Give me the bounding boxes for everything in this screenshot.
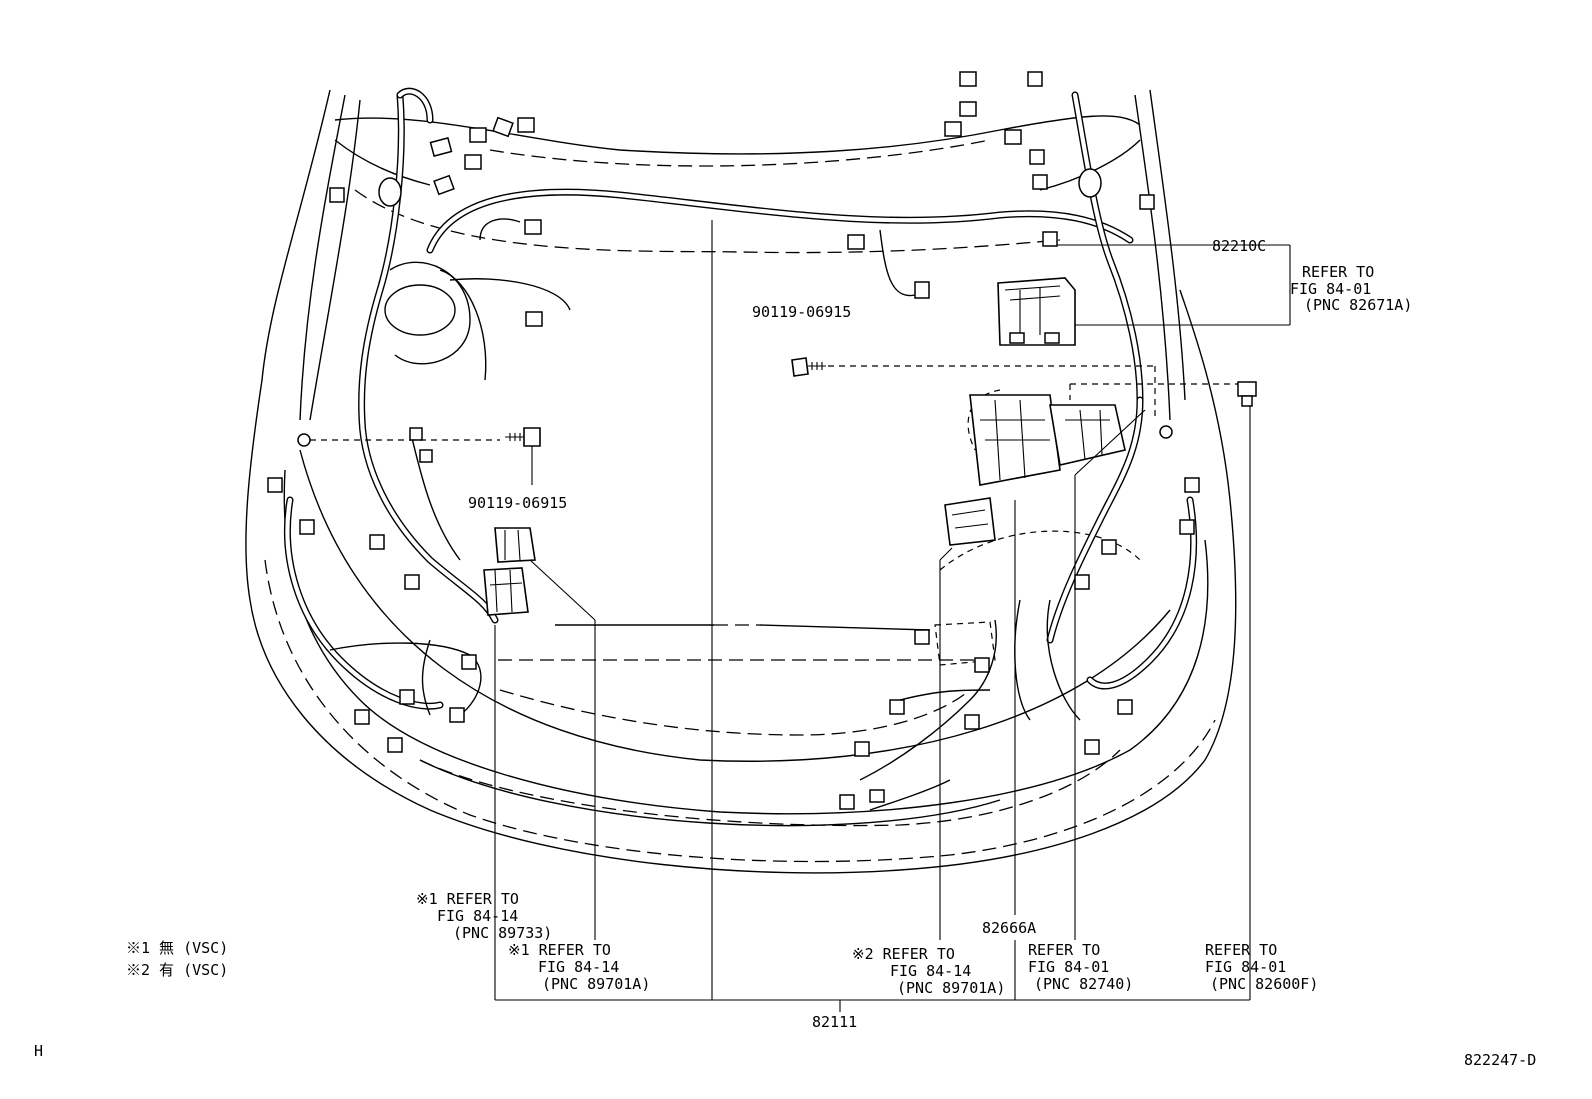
leader-lines — [310, 220, 1291, 1012]
bolt-top — [791, 357, 826, 377]
refer-82671A-line2: FIG 84-01 — [1290, 280, 1371, 298]
harness-connectors — [267, 71, 1200, 810]
relay-block-82210C — [997, 277, 1076, 346]
refer-82600F-line2: FIG 84-01 — [1205, 958, 1286, 976]
refer-82671A-line3: (PNC 82671A) — [1304, 296, 1412, 314]
refer-82600F-line1: REFER TO — [1205, 941, 1277, 959]
refer-89701A-vsc2-line1: ※2 REFER TO — [852, 945, 955, 963]
figure-id: 822247-D — [1464, 1051, 1536, 1069]
vehicle-body-outline — [245, 89, 1237, 874]
vsc-note-2: ※2 有 (VSC) — [126, 961, 228, 979]
part-number-bolt-top: 90119-06915 — [752, 303, 851, 321]
relay-left-89733 — [483, 527, 536, 616]
corner-code-left: H — [34, 1042, 43, 1060]
bolt-left — [505, 427, 541, 447]
part-number-bolt-left: 90119-06915 — [468, 494, 567, 512]
refer-89701A-vsc1-line2: FIG 84-14 — [538, 958, 619, 976]
refer-89701A-vsc1-line3: (PNC 89701A) — [542, 975, 650, 993]
wire-harness — [284, 87, 1198, 811]
refer-82740-line2: FIG 84-01 — [1028, 958, 1109, 976]
part-number-82666A: 82666A — [982, 919, 1036, 937]
refer-89733-line3: (PNC 89733) — [453, 924, 552, 942]
part-number-82210C: 82210C — [1212, 237, 1266, 255]
vsc-note-1: ※1 無 (VSC) — [126, 939, 228, 957]
part-labels: 82210C REFER TO FIG 84-01 (PNC 82671A) 9… — [34, 237, 1536, 1069]
refer-82600F-line3: (PNC 82600F) — [1210, 975, 1318, 993]
refer-89701A-vsc1-line1: ※1 REFER TO — [508, 941, 611, 959]
refer-89701A-vsc2-line2: FIG 84-14 — [890, 962, 971, 980]
refer-82671A-line1: REFER TO — [1302, 263, 1374, 281]
refer-82740-line1: REFER TO — [1028, 941, 1100, 959]
fuse-82600F — [1237, 381, 1257, 407]
refer-89701A-vsc2-line3: (PNC 89701A) — [897, 979, 1005, 997]
refer-89733-line2: FIG 84-14 — [437, 907, 518, 925]
refer-82740-line3: (PNC 82740) — [1034, 975, 1133, 993]
part-number-82111: 82111 — [812, 1013, 857, 1031]
junction-block-82666A — [944, 394, 1126, 546]
refer-89733-line1: ※1 REFER TO — [416, 890, 519, 908]
